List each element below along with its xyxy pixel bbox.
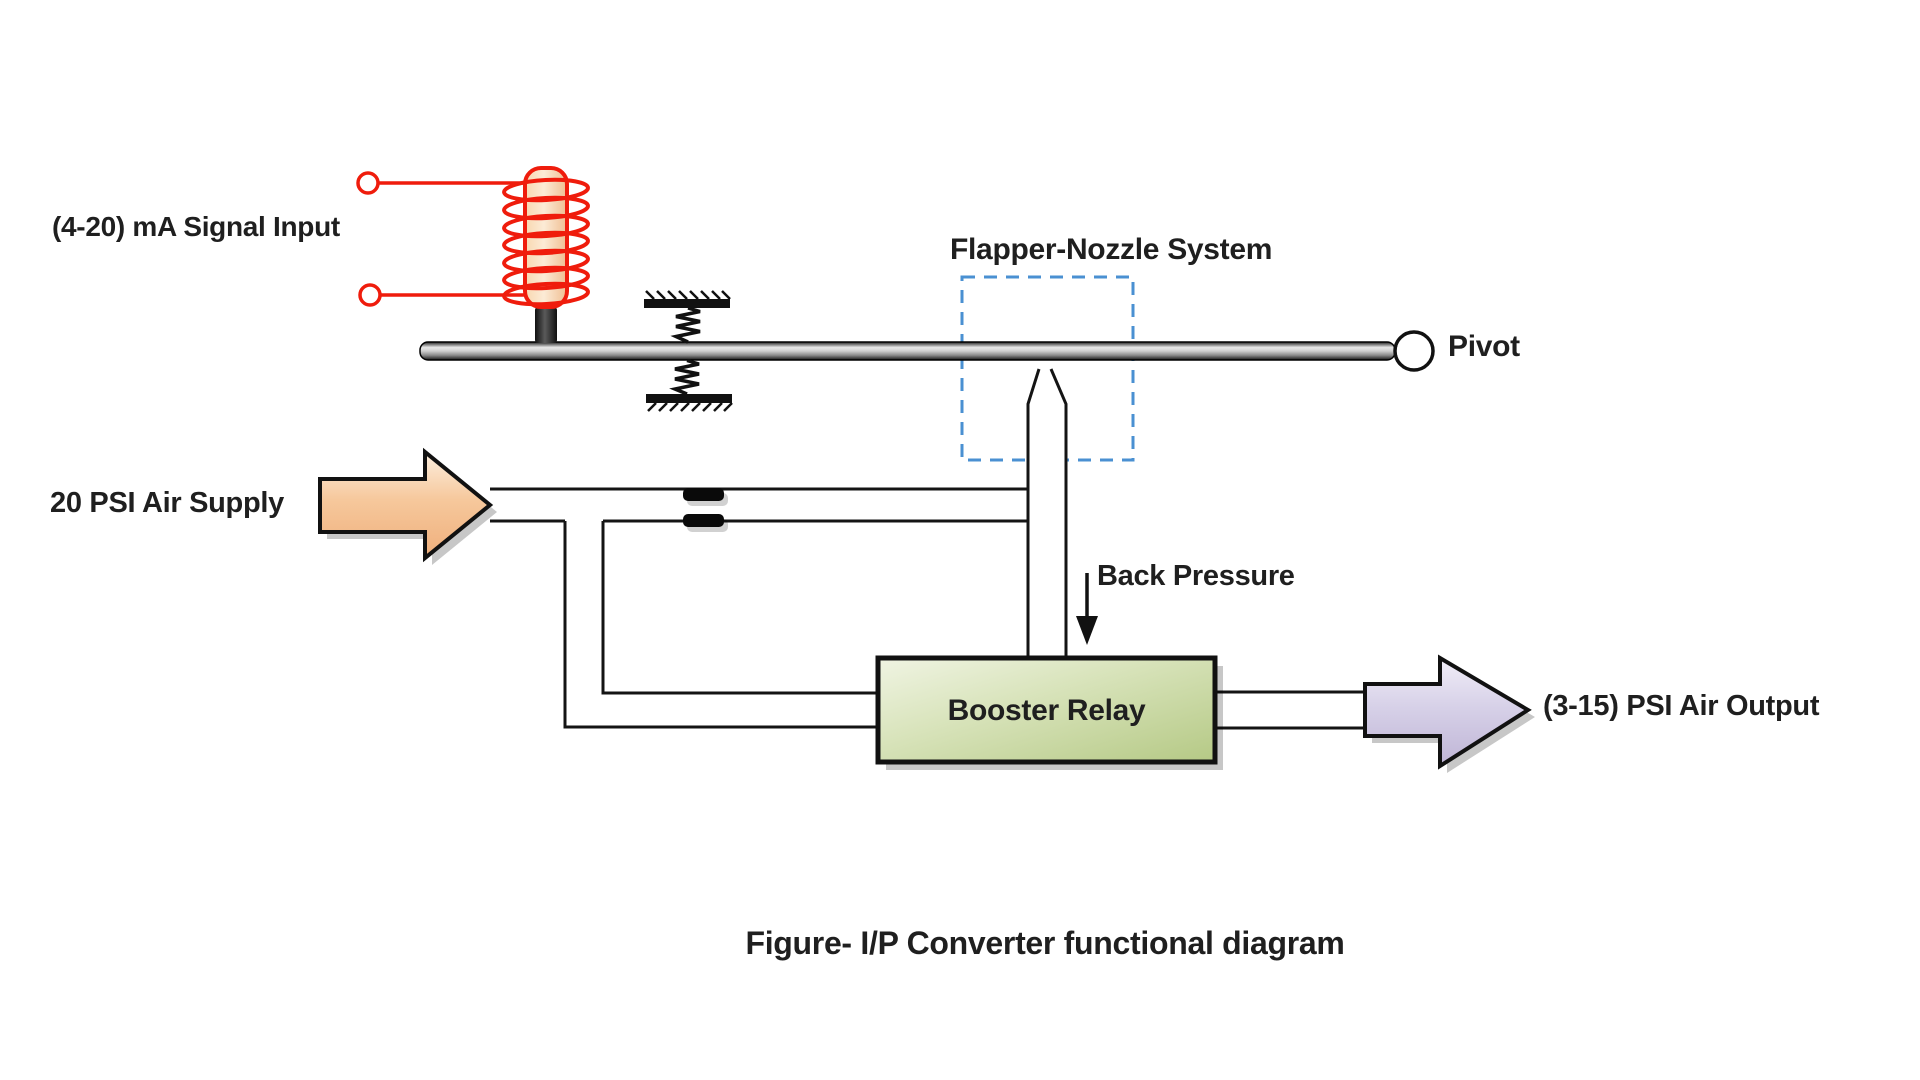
supply-arrow-icon bbox=[318, 447, 494, 563]
figure-caption: Figure- I/P Converter functional diagram bbox=[745, 925, 1345, 961]
upper-spring-icon bbox=[670, 306, 701, 344]
top-terminal-icon bbox=[356, 171, 380, 195]
air-supply-arrow bbox=[318, 447, 497, 565]
pivot-icon bbox=[1393, 330, 1435, 372]
air-piping bbox=[490, 487, 1365, 730]
upper-anchor-plate bbox=[644, 299, 730, 308]
beam-bar bbox=[419, 341, 1396, 361]
coil-windings-icon bbox=[502, 177, 590, 307]
pivot-label: Pivot bbox=[1448, 330, 1520, 363]
air-output-label: (3-15) PSI Air Output bbox=[1543, 690, 1820, 722]
flapper-nozzle-label: Flapper-Nozzle System bbox=[950, 233, 1273, 266]
nozzle-left-wall bbox=[1026, 368, 1041, 658]
back-pressure-label: Back Pressure bbox=[1097, 560, 1295, 592]
lower-anchor-plate bbox=[646, 394, 732, 403]
branch-pipe-outer-wall bbox=[563, 521, 878, 729]
nozzle-right-wall bbox=[1049, 368, 1068, 658]
pipe-restrictions bbox=[683, 488, 728, 532]
back-pressure-arrow bbox=[1076, 573, 1098, 645]
air-supply-label: 20 PSI Air Supply bbox=[50, 487, 284, 519]
lower-spring-icon bbox=[669, 358, 700, 396]
branch-pipe-inner-wall bbox=[601, 521, 878, 695]
signal-coil bbox=[356, 166, 590, 343]
air-output-arrow bbox=[1363, 654, 1535, 773]
signal-input-label: (4-20) mA Signal Input bbox=[52, 211, 340, 242]
booster-relay-body bbox=[875, 655, 1218, 765]
flapper-beam bbox=[419, 330, 1435, 372]
restriction-bottom-icon bbox=[683, 514, 724, 527]
nozzle-body bbox=[1028, 369, 1066, 658]
nozzle-tube bbox=[1026, 368, 1068, 658]
output-arrow-icon bbox=[1363, 654, 1532, 770]
springs bbox=[644, 290, 733, 412]
booster-relay-box bbox=[875, 655, 1223, 770]
coil-stem bbox=[535, 307, 557, 343]
flapper-nozzle-dashed-box bbox=[960, 275, 1135, 462]
booster-relay-label: Booster Relay bbox=[947, 693, 1146, 727]
bottom-terminal-icon bbox=[358, 283, 382, 307]
lower-anchor-hatch bbox=[647, 402, 733, 412]
upper-anchor-hatch bbox=[645, 290, 731, 300]
back-pressure-arrowhead-icon bbox=[1076, 616, 1098, 645]
restriction-top-icon bbox=[683, 488, 724, 501]
